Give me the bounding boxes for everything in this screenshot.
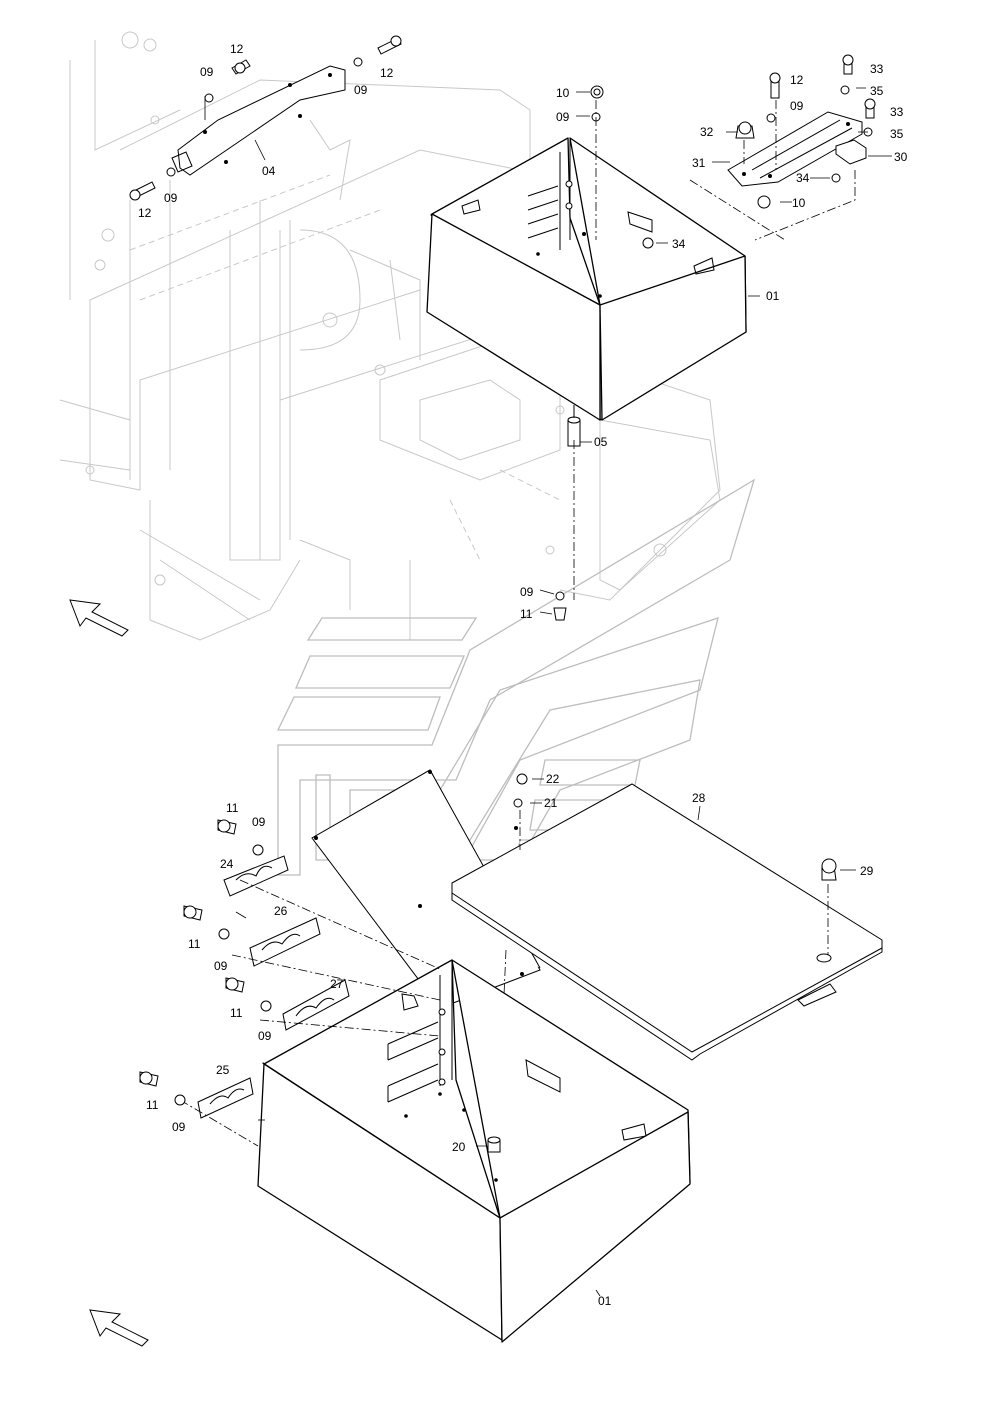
callout-11: 11: [520, 607, 533, 621]
fasteners-left: [139, 819, 272, 1106]
callout-10: 10: [792, 196, 806, 210]
callout-09: 09: [214, 959, 228, 973]
callout-01: 01: [766, 289, 780, 303]
callout-31: 31: [692, 156, 706, 170]
callout-09: 09: [200, 65, 214, 79]
direction-arrow-icon-bottom: [89, 1309, 149, 1347]
callout-34: 34: [672, 237, 686, 251]
callout-leaders: [235, 87, 892, 1297]
callout-32: 32: [700, 125, 714, 139]
callout-28: 28: [692, 791, 706, 805]
callout-labels: 12 09 04 12 09 09 12 10 09 34 01 05 09 1…: [138, 42, 908, 1308]
callout-11: 11: [226, 801, 239, 815]
callout-12: 12: [380, 66, 394, 80]
watermark-logo: [276, 478, 756, 876]
callout-12: 12: [138, 206, 152, 220]
callout-21: 21: [544, 796, 558, 810]
callout-09: 09: [556, 110, 570, 124]
bracket-31: [727, 111, 867, 187]
callout-33: 33: [870, 62, 884, 76]
callout-10: 10: [556, 86, 570, 100]
callout-33: 33: [890, 105, 904, 119]
mounting-plate-04: [171, 65, 346, 176]
callout-01: 01: [598, 1294, 612, 1308]
callout-11: 11: [188, 937, 201, 951]
clamp-plates: [179, 855, 443, 1147]
callout-30: 30: [894, 150, 908, 164]
callout-20: 20: [452, 1140, 466, 1154]
callout-27: 27: [330, 977, 344, 991]
callout-26: 26: [274, 904, 288, 918]
callout-29: 29: [860, 864, 874, 878]
fasteners-right: [689, 54, 876, 241]
callout-09: 09: [258, 1029, 272, 1043]
callout-35: 35: [870, 84, 884, 98]
callout-04: 04: [262, 164, 276, 178]
bolts-plate-04: [129, 35, 402, 201]
callout-11: 11: [230, 1006, 243, 1020]
battery-box-upper: [426, 137, 747, 421]
callout-12: 12: [230, 42, 244, 56]
callout-25: 25: [216, 1063, 230, 1077]
callout-34: 34: [796, 171, 810, 185]
callout-12: 12: [790, 73, 804, 87]
callout-22: 22: [546, 772, 560, 786]
direction-arrow-icon-top: [69, 599, 129, 637]
callout-11: 11: [146, 1098, 159, 1112]
callout-05: 05: [594, 435, 608, 449]
callout-09: 09: [252, 815, 266, 829]
callout-35: 35: [890, 127, 904, 141]
callout-09: 09: [520, 585, 534, 599]
callout-24: 24: [220, 857, 234, 871]
callout-09: 09: [164, 191, 178, 205]
callout-09: 09: [354, 83, 368, 97]
fasteners-upper: [553, 85, 654, 621]
callout-09: 09: [172, 1120, 186, 1134]
battery-box-lower: [257, 959, 691, 1343]
callout-09: 09: [790, 99, 804, 113]
battery-lid-28: [451, 783, 883, 1061]
